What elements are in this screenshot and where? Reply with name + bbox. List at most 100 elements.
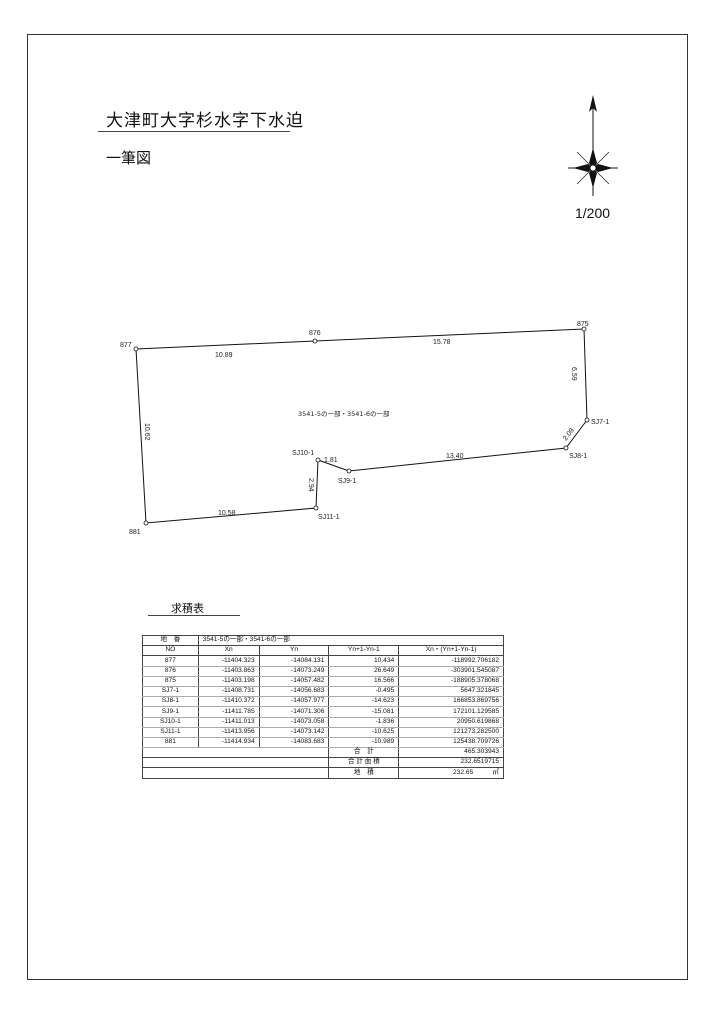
column-header: Yn+1-Yn-1 [328, 645, 400, 657]
cell-no: SJ8-1 [142, 696, 199, 708]
area-calculation-table: 地 番 3541-5の一部・3541-6の一部 NO Xn Yn Yn+1-Yn… [141, 634, 505, 779]
cell-no: 877 [142, 655, 199, 667]
area-unit: ㎡ [492, 768, 499, 776]
point-label: SJ11-1 [318, 514, 340, 521]
cell-ydiff: 10.434 [328, 655, 400, 667]
cell-ydiff: -10.989 [328, 736, 400, 749]
cell-no: 876 [142, 665, 199, 677]
cell-ydiff: -10.625 [328, 726, 400, 738]
table-row: SJ9-1 -11411.785 -14071.306 -15.081 1721… [142, 706, 504, 718]
distance-label: 1.81 [324, 457, 338, 464]
table-row: SJ8-1 -11410.372 -14057.977 -14.623 1668… [142, 696, 504, 708]
table-row: SJ7-1 -11408.731 -14056.683 -0.495 5647.… [142, 685, 504, 698]
distance-label: 10.62 [143, 423, 150, 441]
cell-product: -188905.378068 [398, 675, 504, 687]
column-header: Xn・(Yn+1-Yn-1) [398, 645, 504, 657]
area-value: 232.65 [453, 768, 474, 776]
sum-label: 合 計 [328, 747, 400, 759]
point-label: SJ9-1 [338, 478, 356, 485]
cell-product: 121273.282500 [398, 726, 504, 738]
distance-label: 2.94 [307, 478, 314, 492]
cell-xn: -11414.934 [197, 736, 260, 749]
cell-xn: -11403.198 [197, 675, 260, 687]
point-877 [133, 346, 139, 352]
parcel-boundary [135, 328, 588, 524]
point-label: SJ7-1 [591, 419, 609, 426]
area-cell: 232.65 ㎡ [398, 767, 504, 779]
area-label: 地 積 [328, 767, 400, 779]
point-sj11-1 [313, 505, 319, 511]
sum-value: 465.303943 [398, 747, 504, 759]
table-row: 875 -11403.198 -14057.482 16.566 -188905… [142, 675, 504, 687]
point-label: SJ8-1 [569, 453, 587, 460]
cell-yn: -14073.142 [258, 726, 330, 738]
cell-xn: -11408.731 [197, 685, 260, 698]
parcel-area-label: 3541-5の一部・3541-6の一部 [298, 409, 390, 418]
distance-label: 10.89 [215, 352, 233, 359]
sum-row: 合 計 465.303943 [141, 747, 504, 759]
table-title: 求積表 [171, 602, 204, 615]
table-title-underline [148, 615, 240, 616]
cell-xn: -11411.013 [197, 716, 260, 728]
cell-yn: -14056.683 [258, 685, 330, 698]
cell-ydiff: 26.649 [328, 665, 400, 677]
area-row: 地 積 232.65 ㎡ [141, 767, 504, 779]
point-label: SJ10-1 [292, 450, 314, 457]
point-sj10-1 [315, 457, 321, 463]
cell-xn: -11410.372 [197, 696, 260, 708]
cell-no: SJ7-1 [142, 685, 199, 698]
cell-ydiff: 16.566 [328, 675, 400, 687]
cell-yn: -14073.058 [258, 716, 330, 728]
cell-product: 172101.129585 [398, 706, 504, 718]
point-sj9-1 [346, 468, 352, 474]
table-row: 877 -11404.323 -14084.131 10.434 -118992… [142, 655, 504, 667]
cell-product: -303901.545087 [398, 665, 504, 677]
cell-product: 166853.869756 [398, 696, 504, 708]
cell-yn: -14057.482 [258, 675, 330, 687]
distance-label: 10.58 [218, 510, 236, 517]
header-row: NO Xn Yn Yn+1-Yn-1 Xn・(Yn+1-Yn-1) [142, 645, 504, 657]
page-border [27, 34, 688, 980]
point-label: 875 [577, 321, 589, 328]
sum-spacer [141, 747, 329, 759]
table-row: SJ11-1 -11413.956 -14073.142 -10.625 121… [142, 726, 504, 738]
point-876 [312, 338, 318, 344]
cell-yn: -14071.306 [258, 706, 330, 718]
cell-ydiff: -0.495 [328, 685, 400, 698]
table-row: 876 -11403.863 -14073.249 26.649 -303901… [142, 665, 504, 677]
cell-no: 881 [142, 736, 199, 749]
area-sum-spacer [141, 757, 329, 769]
lot-value: 3541-5の一部・3541-6の一部 [197, 634, 505, 647]
cell-yn: -14083.683 [258, 736, 330, 749]
page-subtitle: 一筆図 [106, 149, 152, 167]
table-row: SJ10-1 -11411.013 -14073.058 -1.836 2095… [142, 716, 504, 728]
cell-ydiff: -15.081 [328, 706, 400, 718]
column-header: Yn [258, 645, 330, 657]
cell-yn: -14057.977 [258, 696, 330, 708]
table-row: 881 -11414.934 -14083.683 -10.989 125438… [142, 736, 504, 749]
area-sum-value: 232.6519715 [398, 757, 504, 769]
cell-xn: -11404.323 [197, 655, 260, 667]
cell-xn: -11413.956 [197, 726, 260, 738]
title-underline [98, 131, 290, 132]
column-header: NO [142, 645, 199, 657]
scale-label: 1/200 [575, 205, 611, 221]
point-sj8-1 [563, 445, 569, 451]
cell-no: SJ9-1 [142, 706, 199, 718]
distance-label: 2.09 [562, 427, 576, 442]
cell-no: SJ11-1 [142, 726, 199, 738]
point-label: 881 [129, 529, 141, 536]
cell-xn: -11403.863 [197, 665, 260, 677]
distance-label: 13.40 [446, 453, 464, 460]
cell-yn: -14084.131 [258, 655, 330, 667]
area-sum-row: 合 計 面 積 232.6519715 [141, 757, 504, 769]
lot-row: 地 番 3541-5の一部・3541-6の一部 [142, 634, 505, 647]
point-label: 876 [309, 330, 321, 337]
cell-yn: -14073.249 [258, 665, 330, 677]
point-sj7-1 [584, 417, 590, 423]
north-arrow-icon [568, 95, 618, 196]
cell-xn: -11411.785 [197, 706, 260, 718]
lot-label: 地 番 [142, 634, 199, 647]
cell-no: SJ10-1 [142, 716, 199, 728]
